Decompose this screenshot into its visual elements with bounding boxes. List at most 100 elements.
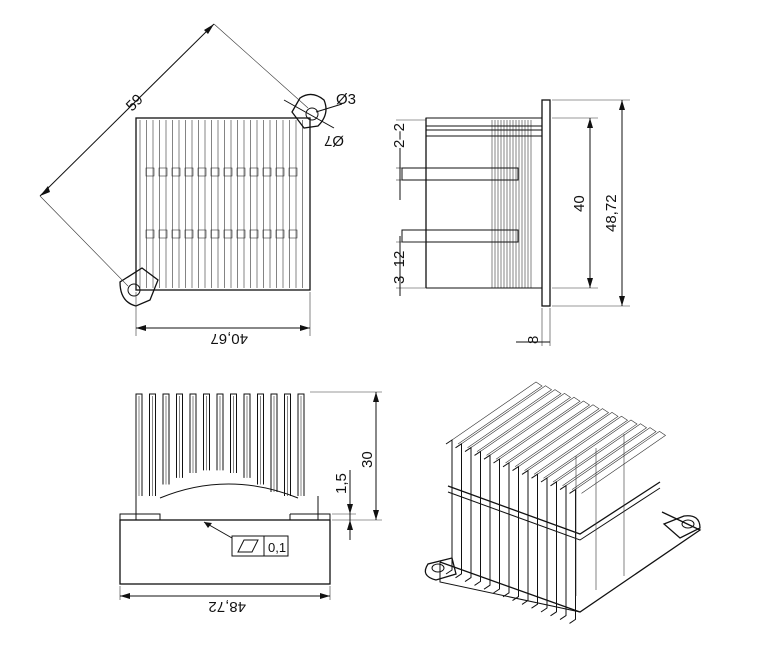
top-fin-slot [223,167,233,177]
slot-dia-label: Ø7 [324,132,344,149]
side-view-fin-bottom [401,229,519,243]
iso-mount-ear-right [662,515,701,539]
front-view-base [119,519,331,585]
flatness-symbol-icon [237,539,259,553]
top-fin-slot [249,229,259,239]
iso-fin [559,484,567,621]
top-fin-slot [275,229,285,239]
iso-fin-edges [575,434,625,596]
front-fin [284,393,291,496]
iso-fin [550,480,557,617]
top-view-outline [135,117,311,291]
front-fin [257,393,264,485]
top-fin-slot [158,229,168,239]
top-fin-slot [171,167,181,177]
front-width-label: 48,72 [208,598,246,615]
iso-base-outline [439,511,702,613]
iso-fin [474,450,481,586]
front-view-flange [119,513,331,520]
top-fin-slot [275,167,285,177]
diagonal-dimension-line [39,23,215,197]
iso-slot-band-1 [447,481,661,535]
iso-fin-top [518,408,610,471]
flatness-label: 0,1 [268,540,286,555]
iso-mount-ear-left [424,557,457,581]
top-fin-slot [210,167,220,177]
base-thick-label: 1,5 [333,473,350,494]
front-fin [203,393,210,471]
top-view-fins [139,120,303,288]
side-view-base-plate [541,99,551,307]
iso-fin [531,473,538,609]
top-width-label: 40,67 [210,330,248,347]
top-fin-slot [236,229,246,239]
top-fin-slot [197,167,207,177]
front-view: 30 1,5 0,1 48,72 [119,391,382,615]
side-view-fin-stack [491,120,532,288]
iso-fin [540,477,548,613]
iso-fin-top [470,389,562,452]
front-fin-root [135,483,319,520]
front-view-fins [135,393,319,520]
top-fin-slot [210,229,220,239]
height-inner-label: 40 [571,195,588,212]
hole-dia-label: Ø3 [336,91,356,108]
top-fin-slot [145,167,155,177]
top-fin-slot [158,167,168,177]
iso-fin [445,439,453,575]
iso-fin-top [546,419,638,483]
iso-fin-top [556,423,648,487]
mount-ear-top-right [291,93,327,129]
gap-bottom-label: 3–12 [391,251,408,284]
front-fin [270,393,278,492]
iso-fin-top [508,404,600,468]
top-fin-slot [171,229,181,239]
top-view: 59 Ø3 Ø7 40,67 [39,23,356,347]
top-fin-slot [288,229,298,239]
iso-fin-top [565,427,657,490]
mount-hole-top-right [305,107,319,121]
front-fin [162,393,170,485]
isometric-view [424,381,702,624]
front-fin [135,393,143,496]
front-height-label: 30 [359,451,376,468]
iso-fin [464,446,472,583]
top-fin-slot [197,229,207,239]
iso-fin [455,442,462,579]
front-fin [176,393,183,478]
iso-fin-top [499,400,591,464]
side-view: 2–2 3–12 40 48,72 8 [391,99,630,346]
mount-hole-bottom-left [127,283,141,297]
iso-slot-band-2 [447,487,661,541]
front-fin [297,393,305,496]
front-fin [243,393,251,478]
front-fin [149,393,156,496]
top-fin-slot [288,167,298,177]
iso-fins [445,381,667,624]
front-fin [189,393,197,473]
top-fin-slot [145,229,155,239]
top-fin-slot [262,229,272,239]
flatness-frame [231,535,289,557]
iso-fin-top [451,381,543,445]
iso-fin-top [537,415,629,479]
gap-top-label: 2–2 [391,123,408,148]
iso-fin [569,488,576,624]
front-fin [216,393,224,471]
iso-fin-top [575,431,667,494]
iso-fin-top [461,385,553,449]
base-label: 8 [525,336,542,344]
iso-fin [493,458,500,594]
iso-fin-top [489,396,581,460]
iso-fin-top [527,412,619,475]
top-fin-slot [223,229,233,239]
front-fin [230,393,237,473]
side-view-fin-top [401,167,519,181]
top-fin-slot [236,167,246,177]
top-fin-slot [262,167,272,177]
iso-fin [521,469,529,605]
iso-fin [483,454,491,590]
top-fin-slot [184,229,194,239]
height-outer-label: 48,72 [603,194,620,232]
